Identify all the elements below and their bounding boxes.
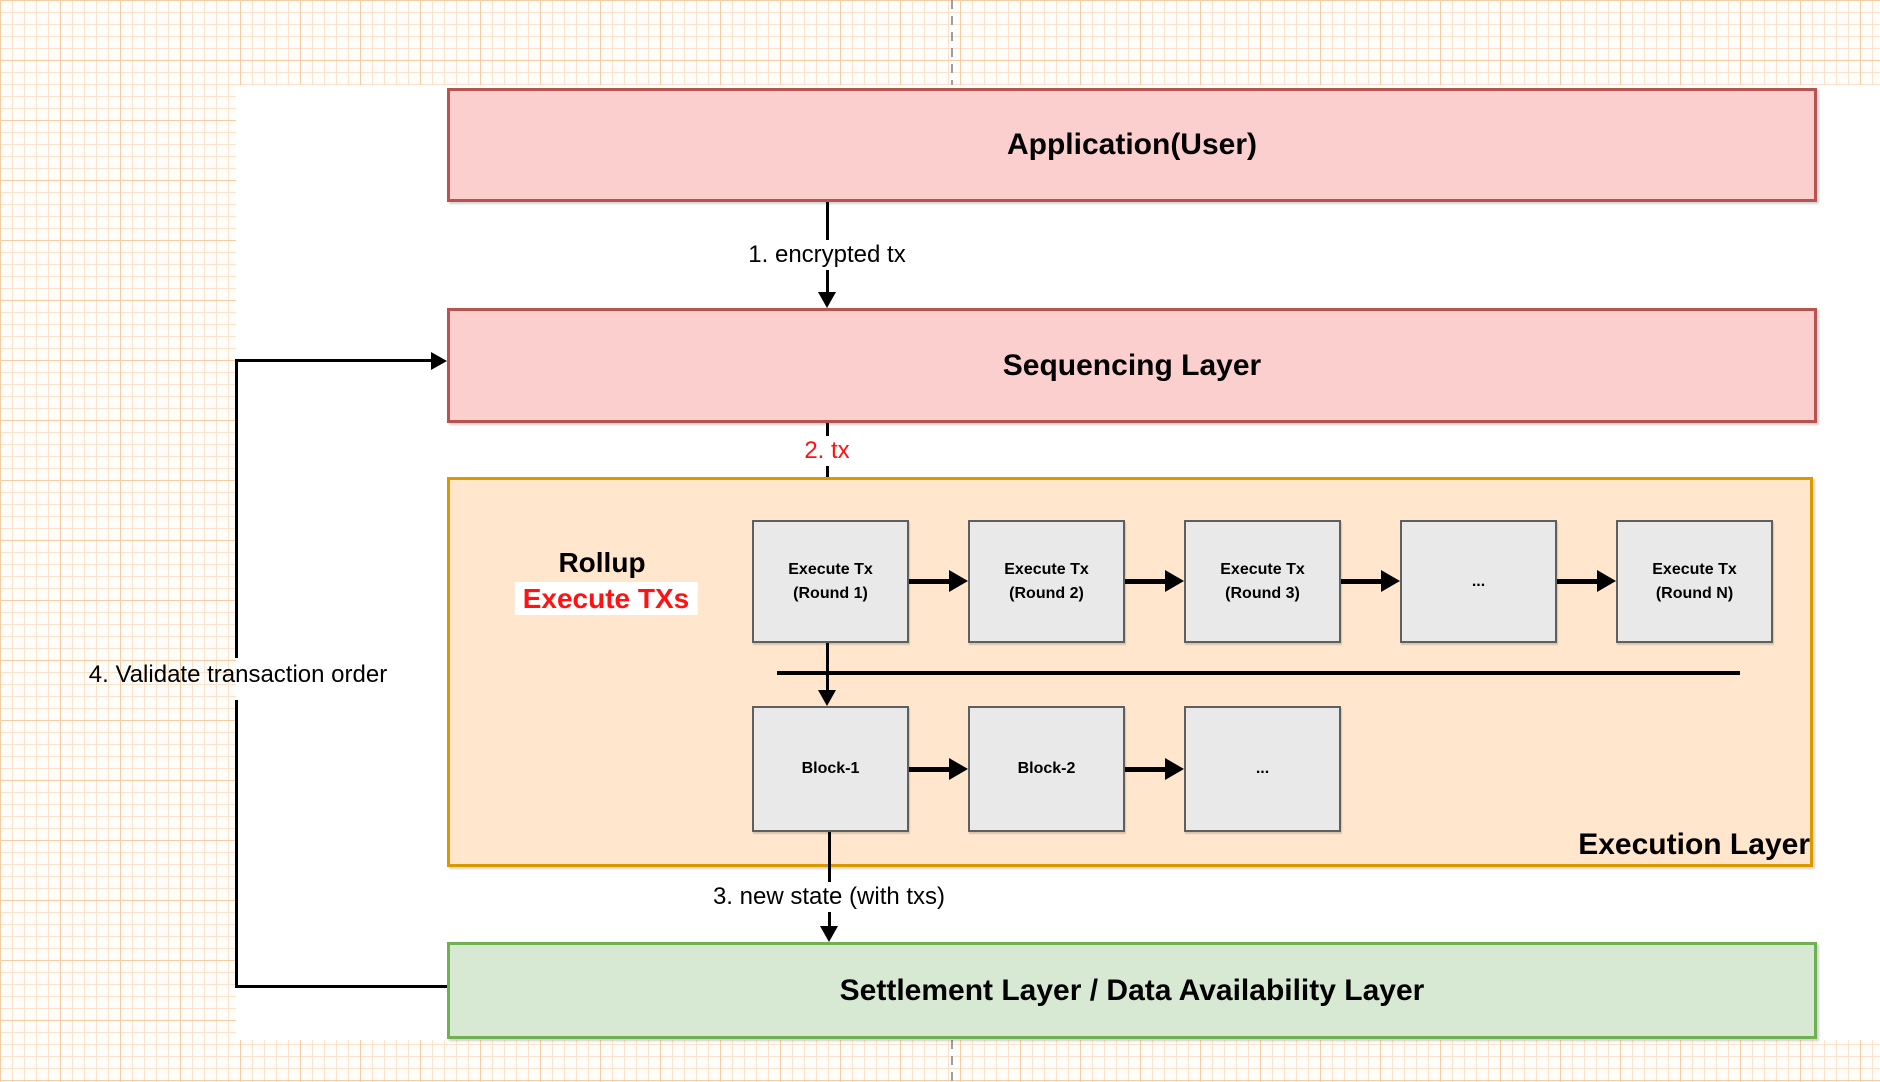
block-node-1: Block-1 xyxy=(752,706,909,832)
application-layer-box: Application(User) xyxy=(447,88,1817,202)
round-node-3: Execute Tx(Round 3) xyxy=(1184,520,1341,643)
flow4-label: 4. Validate transaction order xyxy=(88,661,388,688)
round1-to-block1-line xyxy=(825,643,829,692)
round1-to-round2-line xyxy=(909,578,954,584)
flow2-label: 2. tx xyxy=(798,436,856,466)
block2-to-ellipsis-line xyxy=(1125,766,1170,772)
round-node-ellipsis: ... xyxy=(1400,520,1557,643)
flow1-label: 1. encrypted tx xyxy=(742,240,912,270)
ellipsis-to-roundn-line xyxy=(1557,578,1602,584)
round1-to-block1-arrowhead-icon xyxy=(818,690,836,706)
execution-divider-line xyxy=(777,671,1740,675)
flow3-line xyxy=(827,832,831,926)
round-node-1: Execute Tx(Round 1) xyxy=(752,520,909,643)
block2-to-ellipsis-arrowhead-icon xyxy=(1165,758,1184,780)
round-node-n: Execute Tx(Round N) xyxy=(1616,520,1773,643)
flow3-label: 3. new state (with txs) xyxy=(706,882,952,912)
rollup-subtitle: Execute TXs xyxy=(514,582,698,615)
round1-to-round2-arrowhead-icon xyxy=(949,570,968,592)
block-node-2: Block-2 xyxy=(968,706,1125,832)
settlement-layer-box: Settlement Layer / Data Availability Lay… xyxy=(447,942,1817,1039)
settlement-layer-label: Settlement Layer / Data Availability Lay… xyxy=(839,973,1425,1007)
block1-to-block2-arrowhead-icon xyxy=(949,758,968,780)
round2-to-round3-line xyxy=(1125,578,1170,584)
flow4-arrowhead-icon xyxy=(431,351,447,370)
application-layer-label: Application(User) xyxy=(1006,128,1258,161)
block-node-ellipsis: ... xyxy=(1184,706,1341,832)
flow4-vertical-line-upper xyxy=(235,359,238,658)
rollup-title: Rollup xyxy=(558,547,646,578)
flow4-top-line xyxy=(235,359,433,362)
flow1-arrowhead-icon xyxy=(818,292,836,308)
round2-to-round3-arrowhead-icon xyxy=(1165,570,1184,592)
block1-to-block2-line xyxy=(909,766,954,772)
sequencing-layer-label: Sequencing Layer xyxy=(1002,348,1262,382)
flow4-vertical-line-lower xyxy=(235,700,238,988)
round-node-2: Execute Tx(Round 2) xyxy=(968,520,1125,643)
execution-layer-label: Execution Layer xyxy=(1578,828,1810,861)
sequencing-layer-box: Sequencing Layer xyxy=(447,308,1817,423)
flow3-arrowhead-icon xyxy=(820,926,838,942)
flow4-bottom-line xyxy=(235,985,447,988)
round3-to-ellipsis-arrowhead-icon xyxy=(1381,570,1400,592)
round3-to-ellipsis-line xyxy=(1341,578,1386,584)
ellipsis-to-roundn-arrowhead-icon xyxy=(1597,570,1616,592)
